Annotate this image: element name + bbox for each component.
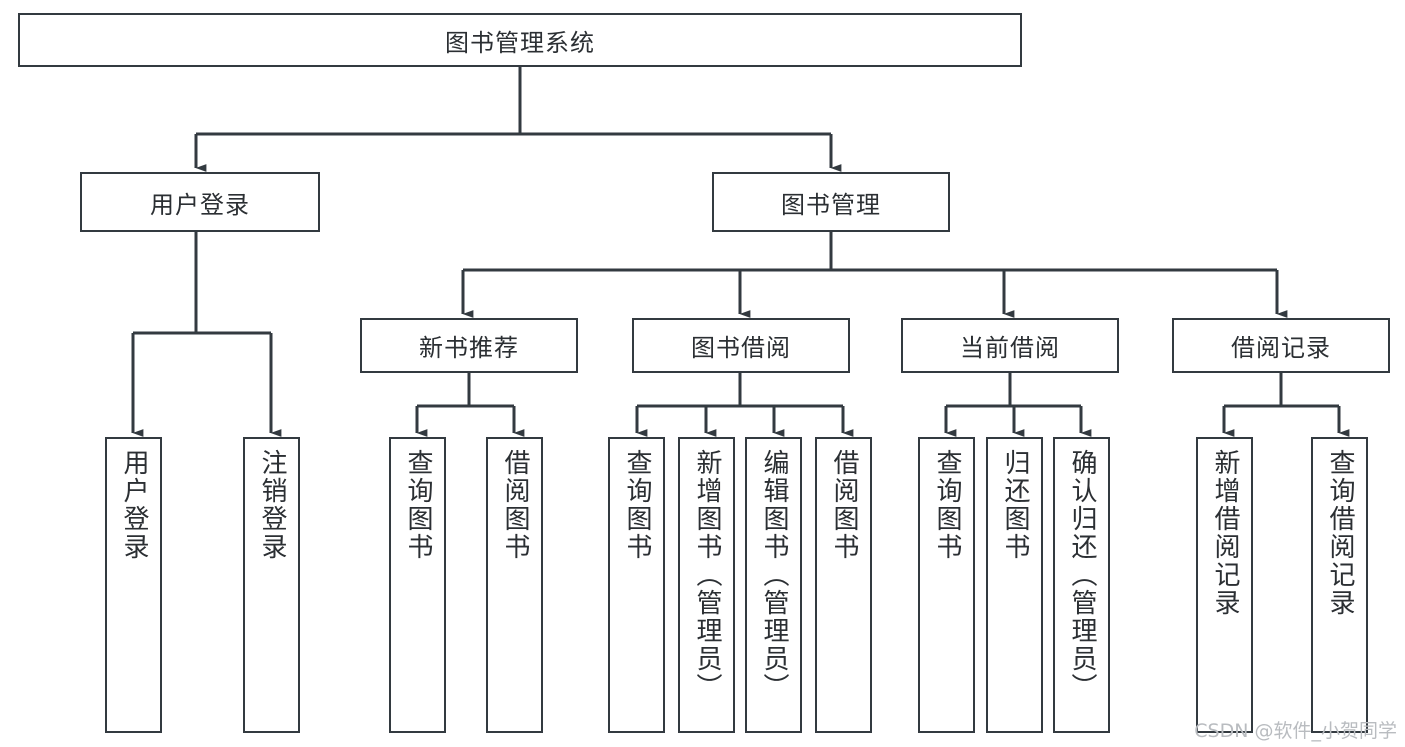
node-label: 借阅图书	[829, 449, 860, 561]
leaf-logout[interactable]: 注销登录	[243, 437, 300, 733]
node-label: 查询借阅记录	[1325, 449, 1356, 617]
node-book-management[interactable]: 图书管理	[712, 172, 950, 232]
node-label: 新增借阅记录	[1210, 449, 1241, 617]
node-label: 新书推荐	[419, 334, 519, 362]
node-label: 图书管理系统	[445, 28, 595, 57]
leaf-add-borrow-record[interactable]: 新增借阅记录	[1196, 437, 1253, 733]
node-label: 编辑图书（管理员）	[759, 449, 790, 701]
leaf-query-book-borrow[interactable]: 查询图书	[608, 437, 665, 733]
leaf-query-book-current[interactable]: 查询图书	[918, 437, 975, 733]
node-label: 借阅图书	[500, 449, 531, 561]
leaf-borrow-book-new[interactable]: 借阅图书	[486, 437, 543, 733]
node-label: 查询图书	[403, 449, 434, 561]
node-root-book-management-system[interactable]: 图书管理系统	[18, 13, 1022, 67]
node-borrow-record[interactable]: 借阅记录	[1172, 318, 1390, 373]
node-user-login[interactable]: 用户登录	[80, 172, 320, 232]
node-label: 图书管理	[781, 190, 881, 219]
node-new-book-recommend[interactable]: 新书推荐	[360, 318, 578, 373]
node-label: 用户登录	[119, 449, 150, 561]
leaf-edit-book-admin[interactable]: 编辑图书（管理员）	[745, 437, 802, 733]
leaf-borrow-book[interactable]: 借阅图书	[815, 437, 872, 733]
leaf-add-book-admin[interactable]: 新增图书（管理员）	[678, 437, 735, 733]
leaf-user-login[interactable]: 用户登录	[105, 437, 162, 733]
node-label: 查询图书	[622, 449, 653, 561]
node-label: 当前借阅	[960, 334, 1060, 362]
node-label: 新增图书（管理员）	[692, 449, 723, 701]
node-label: 归还图书	[1000, 449, 1031, 561]
node-current-borrow[interactable]: 当前借阅	[901, 318, 1119, 373]
node-label: 注销登录	[257, 449, 288, 561]
node-label: 查询图书	[932, 449, 963, 561]
node-label: 借阅记录	[1231, 334, 1331, 362]
leaf-return-book[interactable]: 归还图书	[986, 437, 1043, 733]
node-book-borrow[interactable]: 图书借阅	[632, 318, 850, 373]
leaf-query-borrow-record[interactable]: 查询借阅记录	[1311, 437, 1368, 733]
node-label: 图书借阅	[691, 334, 791, 362]
leaf-confirm-return-admin[interactable]: 确认归还（管理员）	[1053, 437, 1110, 733]
watermark: CSDN @软件_小贺同学	[1194, 720, 1397, 742]
leaf-query-book-new[interactable]: 查询图书	[389, 437, 446, 733]
node-label: 确认归还（管理员）	[1067, 449, 1098, 701]
node-label: 用户登录	[150, 190, 250, 219]
